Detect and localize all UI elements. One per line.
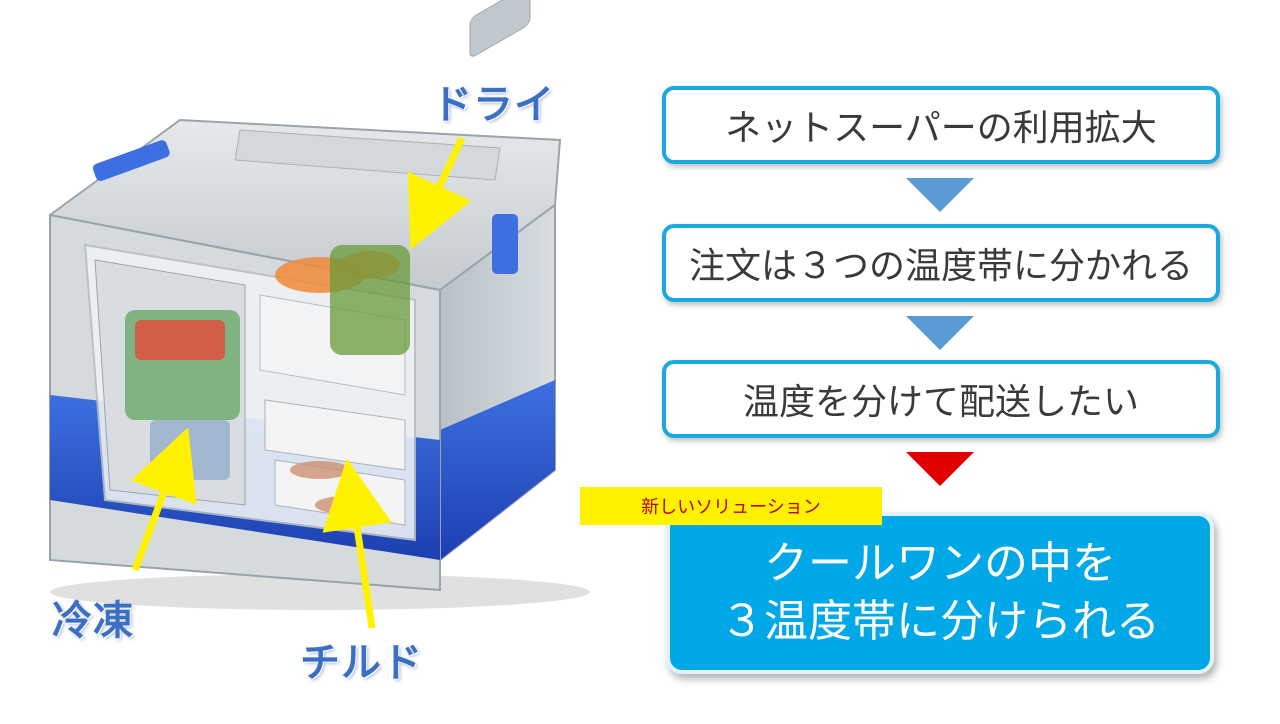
frozen-label: 冷凍: [52, 598, 134, 644]
down-arrow-red: [906, 452, 974, 486]
flow-step-1: ネットスーパーの利用拡大: [662, 86, 1220, 164]
dry-label: ドライ: [432, 82, 555, 128]
solution-line-1: クールワンの中を: [764, 538, 1116, 589]
new-solution-tag: 新しいソリューション: [580, 487, 882, 525]
flow-step-3: 温度を分けて配送したい: [662, 360, 1220, 438]
flow-step-2-text: 注文は３つの温度帯に分かれる: [688, 246, 1193, 287]
product-illustration: ドライ 冷凍 チルド: [0, 0, 640, 720]
chilled-label: チルド: [300, 640, 423, 686]
solution-line-2: ３温度帯に分けられる: [720, 596, 1160, 647]
flow-step-3-text: 温度を分けて配送したい: [742, 382, 1139, 423]
flow-step-1-text: ネットスーパーの利用拡大: [725, 108, 1157, 149]
cooler-box-image: [48, 0, 590, 629]
flow-step-2: 注文は３つの温度帯に分かれる: [662, 224, 1220, 302]
down-arrow-1: [906, 178, 974, 212]
down-arrow-2: [906, 316, 974, 350]
solution-box: クールワンの中を ３温度帯に分けられる: [666, 512, 1214, 674]
